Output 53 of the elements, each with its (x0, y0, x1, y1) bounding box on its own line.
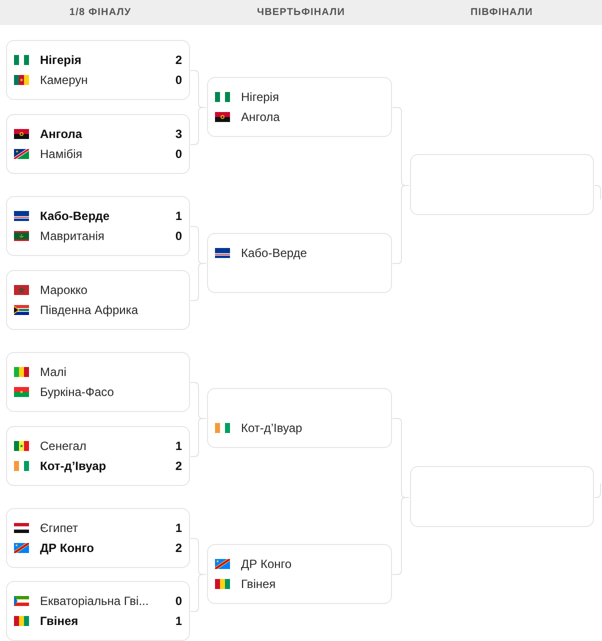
team-name: Гвінея (40, 613, 80, 629)
team-name: Кот-д’Івуар (241, 420, 304, 436)
team-name: Камерун (40, 72, 89, 88)
bracket-connector (594, 483, 601, 498)
score: 0 (175, 593, 182, 609)
match-card (6, 40, 190, 100)
match-card (6, 581, 190, 641)
score: 1 (175, 438, 182, 454)
score: 1 (175, 520, 182, 536)
team-name: Гвінея (241, 576, 277, 592)
match-card (207, 77, 392, 137)
score: 3 (175, 126, 182, 142)
team-name: Кабо-Верде (40, 208, 111, 224)
match-card (6, 426, 190, 486)
score: 2 (175, 540, 182, 556)
team-name: Ангола (241, 109, 281, 125)
match-card (207, 233, 392, 293)
score: 0 (175, 72, 182, 88)
column-heading: ПІВФІНАЛИ (470, 6, 533, 18)
team-name: Південна Африка (40, 302, 140, 318)
match-card (6, 196, 190, 256)
match-card (207, 388, 392, 448)
team-name: Нігерія (241, 89, 280, 105)
team-name: Єгипет (40, 520, 79, 536)
score: 0 (175, 146, 182, 162)
team-name: Марокко (40, 282, 88, 298)
team-name: Кабо-Верде (241, 245, 308, 261)
match-card (6, 270, 190, 330)
team-name: Ангола (40, 126, 84, 142)
column-heading: 1/8 ФІНАЛУ (69, 6, 132, 18)
match-card (6, 352, 190, 412)
team-name: Намібія (40, 146, 84, 162)
match-card (207, 544, 392, 604)
column-heading: ЧВЕРТЬФІНАЛИ (256, 6, 346, 18)
team-name: Малі (40, 364, 68, 380)
match-card (6, 114, 190, 174)
bracket-connector (594, 185, 601, 200)
team-name: Буркіна-Фасо (40, 384, 115, 400)
team-name: Кот-д’Івуар (40, 458, 108, 474)
team-name: Екваторіальна Гві... (40, 593, 150, 609)
team-name: Мавританія (40, 228, 106, 244)
score: 1 (175, 208, 182, 224)
score: 2 (175, 458, 182, 474)
score: 1 (175, 613, 182, 629)
team-name: ДР Конго (40, 540, 95, 556)
team-name: Нігерія (40, 52, 82, 68)
score: 2 (175, 52, 182, 68)
empty-match-card (410, 466, 594, 527)
empty-match-card (410, 154, 594, 215)
match-card (6, 508, 190, 568)
team-name: Сенегал (40, 438, 88, 454)
score: 0 (175, 228, 182, 244)
team-name: ДР Конго (241, 556, 293, 572)
